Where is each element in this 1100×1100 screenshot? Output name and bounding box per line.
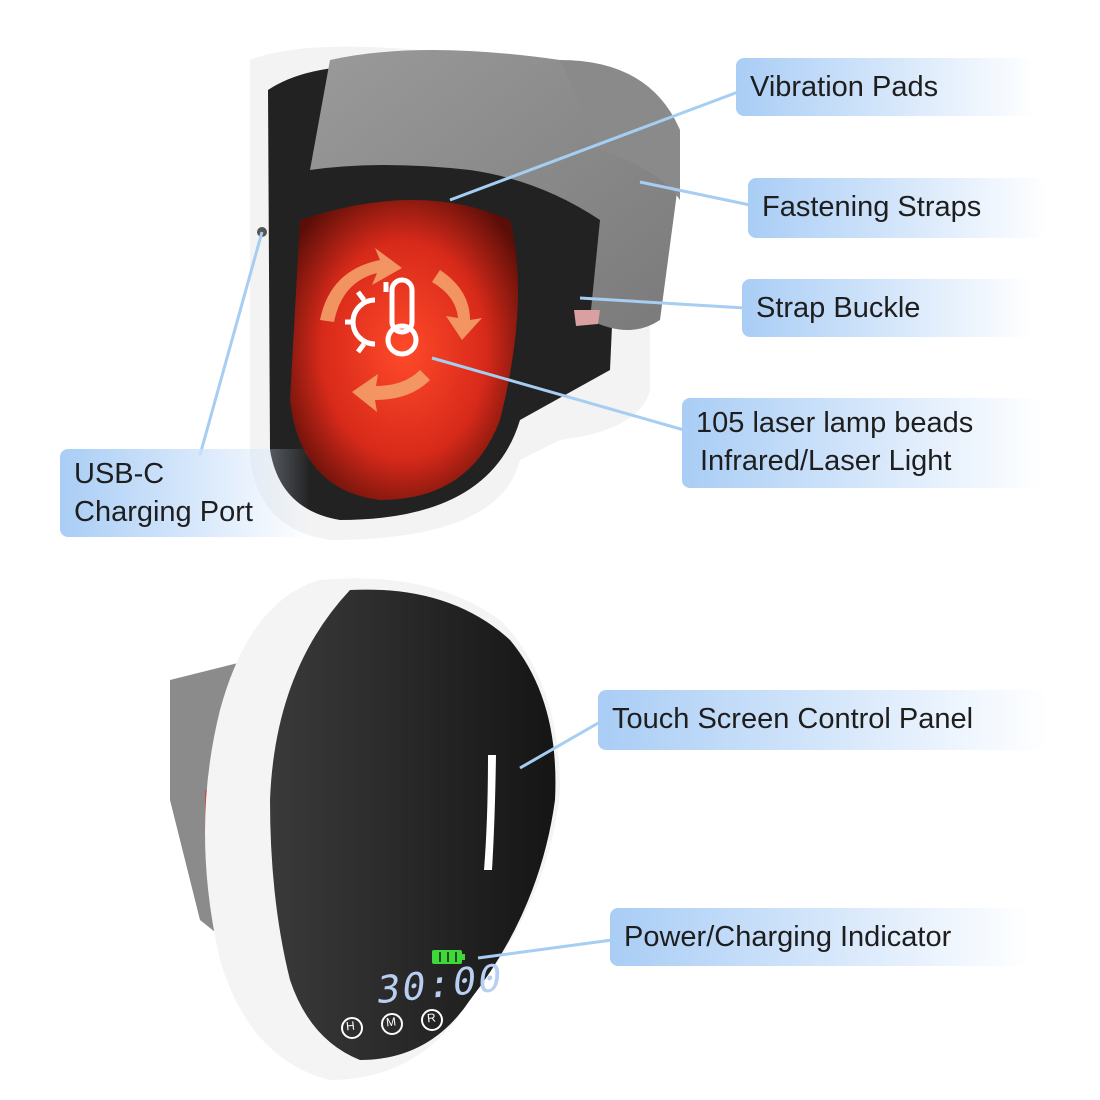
battery-indicator: [432, 950, 465, 964]
label-strap-buckle: Strap Buckle: [742, 279, 1032, 337]
label-text: Strap Buckle: [756, 292, 921, 324]
touch-screen-panel[interactable]: [270, 589, 556, 1060]
label-usb-c-port: USB-C Charging Port: [60, 449, 310, 537]
label-text: Power/Charging Indicator: [624, 921, 952, 953]
label-text: Fastening Straps: [762, 191, 982, 223]
label-text-line1: USB-C: [74, 458, 165, 490]
label-text: Touch Screen Control Panel: [612, 703, 974, 735]
label-power-indicator: Power/Charging Indicator: [610, 908, 1030, 966]
label-touch-panel: Touch Screen Control Panel: [598, 690, 1048, 750]
label-text-line2: Charging Port: [74, 496, 253, 528]
heat-button[interactable]: [341, 1017, 363, 1039]
top-device-view: [250, 46, 680, 541]
cycle-arrows-icon: [320, 248, 482, 412]
massage-button[interactable]: [381, 1013, 403, 1035]
red-light-button[interactable]: [421, 1009, 443, 1031]
label-fastening-straps: Fastening Straps: [748, 178, 1048, 238]
heat-therapy-icon: [345, 277, 419, 357]
label-text-line1: 105 laser lamp beads: [696, 407, 974, 439]
bottom-device-view: [170, 578, 560, 1080]
label-text: Vibration Pads: [750, 71, 939, 103]
label-laser-beads: 105 laser lamp beads Infrared/Laser Ligh…: [682, 398, 1042, 488]
label-vibration-pads: Vibration Pads: [736, 58, 1036, 116]
touch-slider-bar[interactable]: [484, 755, 496, 870]
label-text-line2: Infrared/Laser Light: [700, 445, 952, 477]
